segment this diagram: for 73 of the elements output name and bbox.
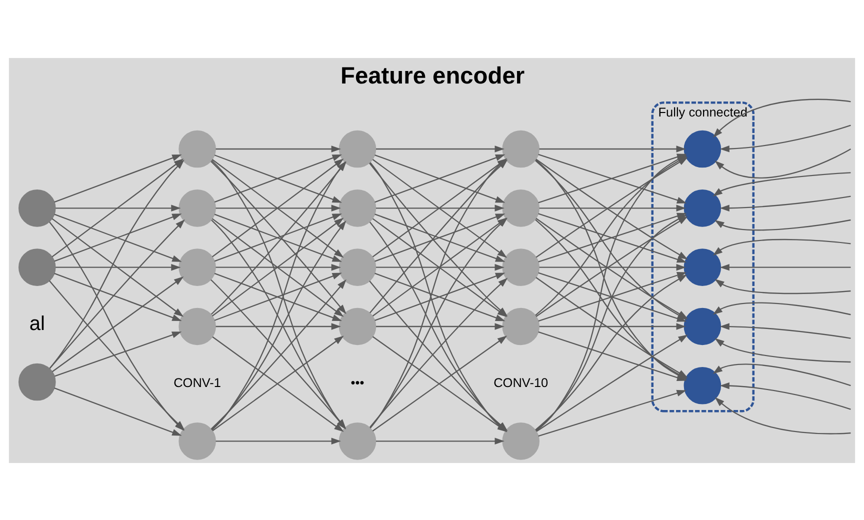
- arrow: [712, 238, 851, 256]
- node-circle: [178, 189, 216, 226]
- arrow: [52, 276, 184, 372]
- arrow: [52, 218, 184, 316]
- arrow: [56, 204, 181, 212]
- node-circle: [684, 307, 722, 345]
- arrow: [720, 322, 851, 338]
- node-circle: [178, 248, 216, 286]
- arrow: [720, 195, 851, 211]
- node-circle: [18, 189, 56, 226]
- arrow: [54, 213, 182, 262]
- arrow: [720, 382, 851, 410]
- arrow: [714, 148, 851, 178]
- arrow: [216, 204, 341, 212]
- arrow: [712, 302, 851, 315]
- node-circle: [502, 307, 540, 345]
- node-circle: [338, 130, 376, 168]
- label: CONV-1: [174, 374, 222, 390]
- arrow: [49, 218, 185, 368]
- arrow: [216, 437, 341, 444]
- arrow: [54, 154, 182, 202]
- arrow: [54, 387, 182, 436]
- label: CONV-10: [494, 374, 548, 390]
- arrow: [374, 272, 506, 321]
- node-circle: [338, 307, 376, 345]
- node-circle: [18, 362, 56, 400]
- arrow: [720, 124, 851, 152]
- node-circle: [178, 130, 216, 168]
- node-circle: [684, 130, 722, 168]
- arrow: [538, 389, 686, 436]
- arrow: [374, 154, 506, 202]
- arrow: [376, 145, 504, 152]
- arrow: [539, 204, 686, 212]
- arrow: [54, 331, 182, 376]
- node-circle: [178, 307, 216, 345]
- node-circle: [338, 422, 376, 460]
- arrow: [376, 437, 504, 444]
- arrow: [712, 172, 851, 196]
- arrow: [539, 322, 686, 330]
- arrow: [376, 263, 504, 270]
- label: •••: [350, 374, 364, 390]
- arrow: [216, 322, 341, 330]
- node-circle: [684, 189, 722, 226]
- node-circle: [684, 248, 722, 286]
- arrow: [54, 272, 182, 321]
- node-circle: [178, 422, 216, 460]
- diagram-title: Feature encoder: [340, 62, 525, 89]
- arrow: [714, 396, 851, 434]
- arrow: [539, 263, 686, 270]
- arrow: [713, 98, 851, 138]
- arrow: [214, 213, 342, 262]
- label: al: [29, 312, 45, 334]
- node-circle: [338, 189, 376, 226]
- arrow: [712, 363, 851, 386]
- node-circle: [18, 248, 56, 286]
- node-circle: [502, 248, 540, 286]
- arrow: [714, 278, 851, 294]
- arrow: [374, 213, 506, 262]
- arrow: [539, 145, 686, 152]
- node-circle: [502, 422, 540, 460]
- arrow: [376, 322, 504, 330]
- node-circle: [338, 248, 376, 286]
- cluster: Fully connected: [651, 100, 755, 412]
- node-circle: [502, 130, 540, 168]
- arrow: [216, 263, 341, 270]
- arrow: [56, 263, 181, 270]
- arrow: [216, 145, 341, 152]
- node-circle: [502, 189, 540, 226]
- arrow: [720, 263, 851, 270]
- arrow: [714, 218, 851, 230]
- arrow: [376, 204, 504, 212]
- arrow: [714, 338, 851, 362]
- node-circle: [684, 366, 722, 404]
